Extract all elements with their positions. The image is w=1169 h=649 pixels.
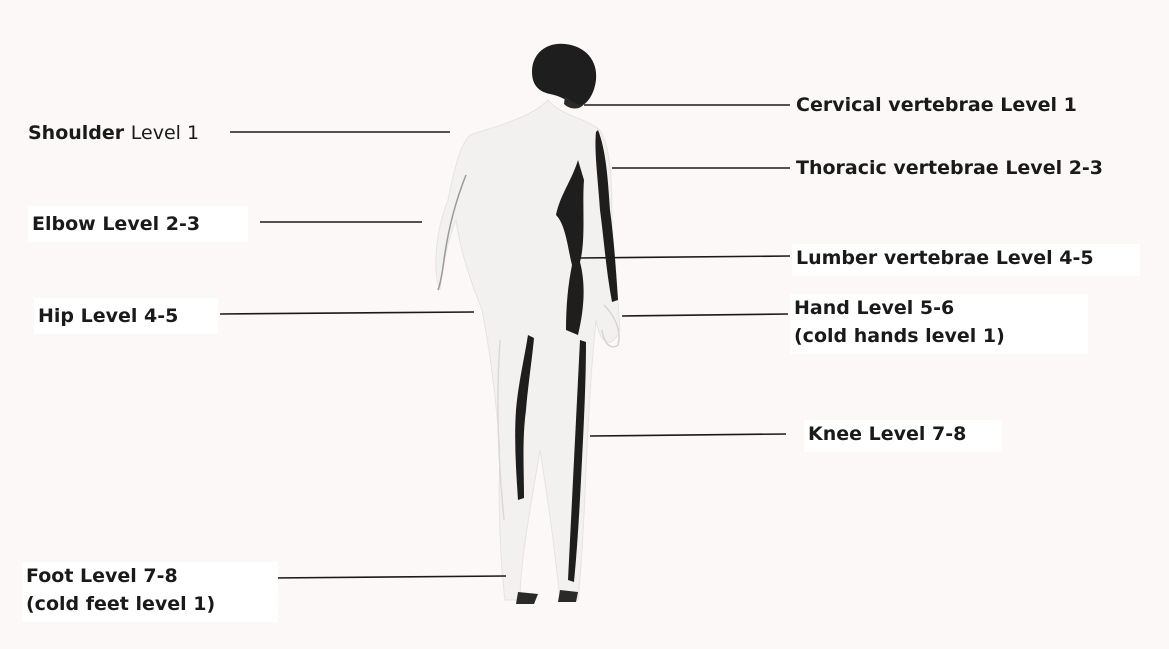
cervical-label: Cervical vertebrae Level 1: [792, 91, 1081, 119]
hip-part: Hip: [38, 305, 74, 327]
cervical-part: Cervical vertebrae: [796, 94, 994, 116]
foot-note: (cold feet level 1): [26, 590, 274, 618]
lumber-label: Lumber vertebrae Level 4-5: [792, 244, 1140, 276]
human-figure: [436, 44, 620, 604]
shoulder-part: Shoulder: [28, 122, 124, 144]
elbow-level: Level 2-3: [102, 213, 200, 235]
knee-part: Knee: [808, 423, 862, 445]
foot-part: Foot: [26, 565, 73, 587]
shoulder-level: Level 1: [131, 122, 199, 144]
hip-level: Level 4-5: [81, 305, 179, 327]
shoulder-label: Shoulder Level 1: [24, 119, 203, 147]
hip-line: [220, 312, 474, 314]
hand-note: (cold hands level 1): [794, 322, 1084, 350]
foot-line: [270, 576, 506, 578]
cervical-level: Level 1: [1000, 94, 1077, 116]
feet: [516, 590, 578, 604]
thoracic-part: Thoracic vertebrae: [796, 157, 999, 179]
thoracic-label: Thoracic vertebrae Level 2-3: [792, 154, 1107, 182]
hand-label: Hand Level 5-6 (cold hands level 1): [790, 294, 1088, 354]
lumber-part: Lumber vertebrae: [796, 247, 989, 269]
hip-label: Hip Level 4-5: [34, 298, 218, 334]
lumber-level: Level 4-5: [996, 247, 1094, 269]
knee-level: Level 7-8: [869, 423, 967, 445]
hand-part: Hand: [794, 297, 850, 319]
head-hair: [532, 44, 596, 108]
foot-label: Foot Level 7-8 (cold feet level 1): [22, 562, 278, 622]
hand-line: [622, 314, 788, 316]
foot-level: Level 7-8: [80, 565, 178, 587]
knee-label: Knee Level 7-8: [804, 420, 1002, 452]
thoracic-level: Level 2-3: [1005, 157, 1103, 179]
hand-level: Level 5-6: [856, 297, 954, 319]
elbow-label: Elbow Level 2-3: [28, 206, 248, 242]
elbow-part: Elbow: [32, 213, 96, 235]
knee-line: [590, 434, 786, 436]
